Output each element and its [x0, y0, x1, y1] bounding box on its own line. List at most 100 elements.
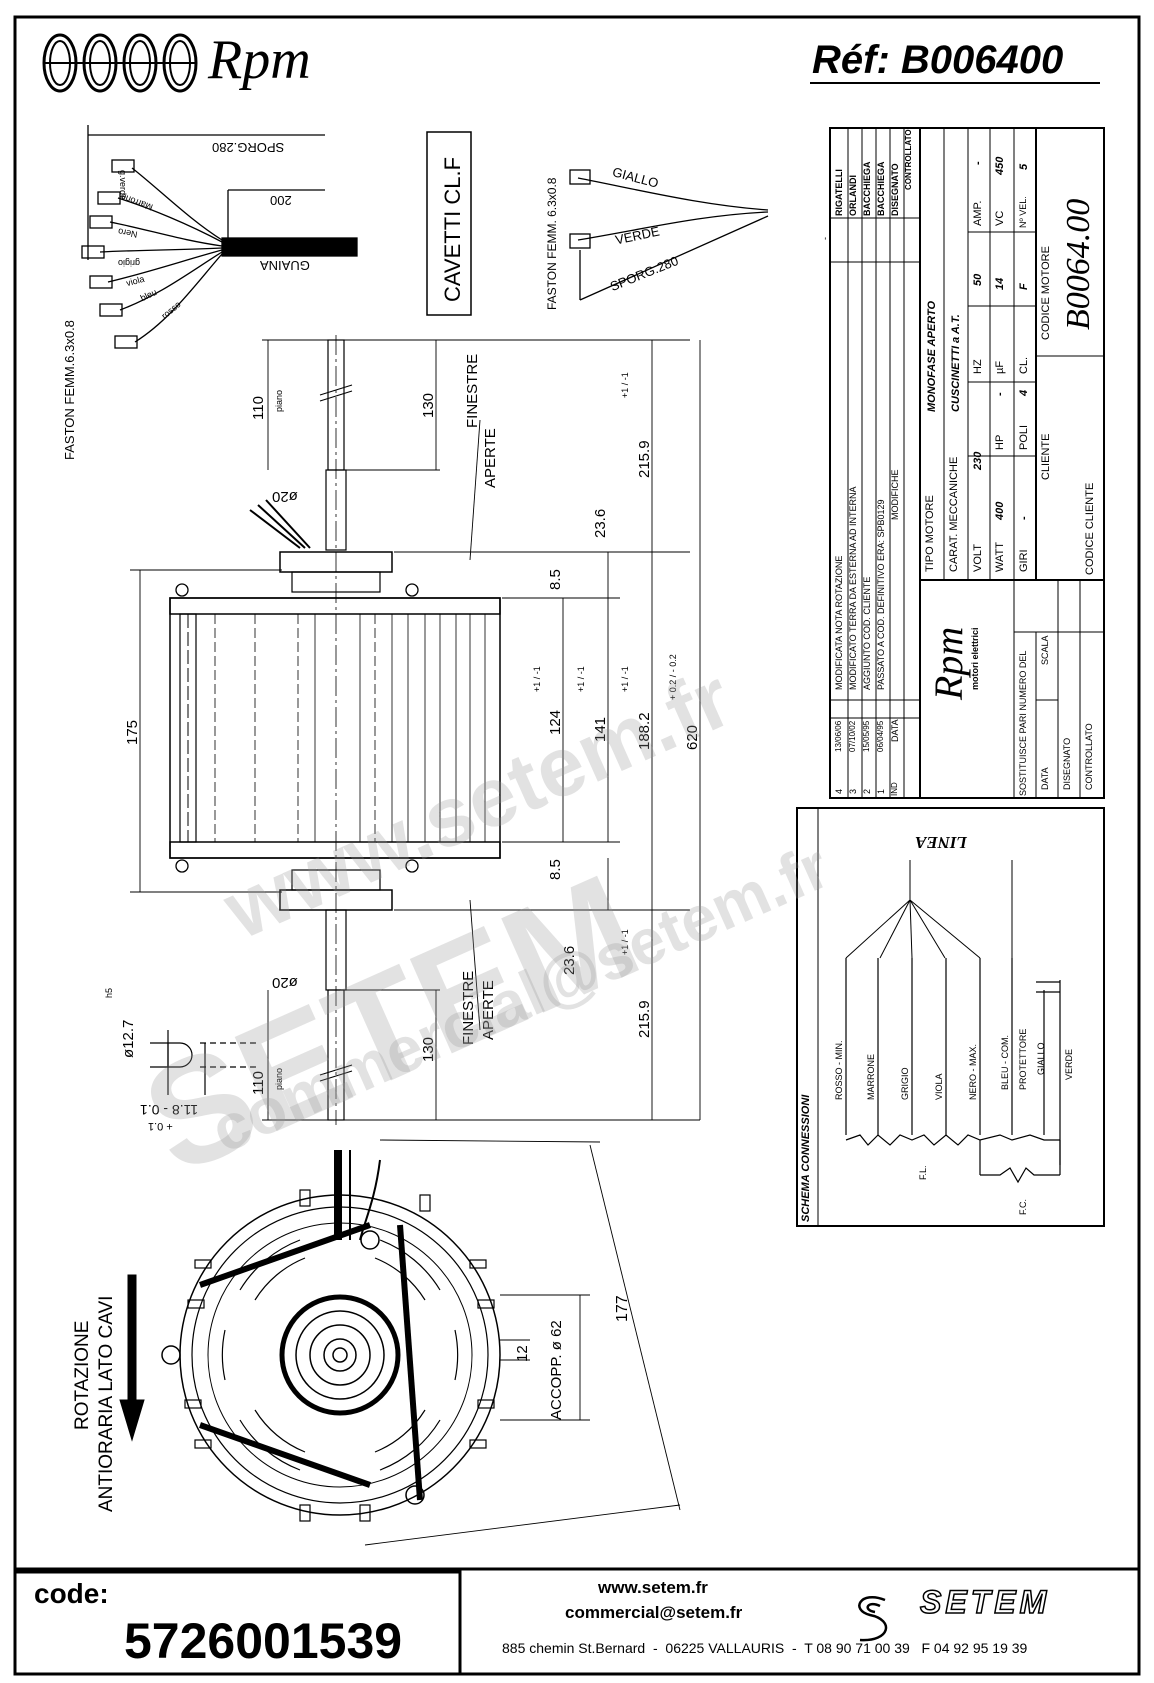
- codice-motore-label: CODICE MOTORE: [1040, 246, 1052, 340]
- schema-label-verde: VERDE: [1064, 1048, 1074, 1080]
- hp-label: HP: [994, 434, 1006, 450]
- footer-web[interactable]: www.setem.fr: [598, 1578, 708, 1597]
- poli-label: POLI: [1018, 424, 1030, 450]
- titleblock-logo-brand: Rpm: [926, 626, 971, 700]
- uf-label: µF: [994, 360, 1006, 374]
- h5-tolerance: h5: [104, 987, 114, 998]
- rev-1-mod: PASSATO A COD. DEFINITIVO ERA: SPB0129: [876, 499, 886, 690]
- footer-address: 885 chemin St.Bernard - 06225 VALLAURIS …: [502, 1640, 1028, 1656]
- phi20-top: ø20: [272, 488, 298, 505]
- rev-1-dis: BACCHIEGA: [876, 161, 886, 216]
- aperte-top: APERTE: [482, 428, 499, 488]
- schema-title: SCHEMA CONNESSIONI: [800, 1094, 812, 1222]
- tipo-motore-label: TIPO MOTORE: [924, 495, 936, 572]
- rev-3-ind: 3: [848, 788, 858, 794]
- controllato-label: CONTROLLATO: [1084, 723, 1094, 790]
- schema-linea: LINEA: [915, 833, 967, 852]
- title-block-grid: [829, 127, 1105, 799]
- schema-label-viola: VIOLA: [934, 1073, 944, 1100]
- accopp-label: ACCOPP. ø 62: [548, 1320, 565, 1420]
- tol-124: +1 / -1: [532, 666, 542, 692]
- rev-4-ind: 4: [834, 788, 844, 794]
- giri-value: -: [1018, 516, 1030, 520]
- dim-215-top: 215.9: [636, 440, 653, 478]
- faston-right: [569, 169, 769, 301]
- rev-2-data: 15/05/95: [862, 720, 871, 752]
- rev-4-mod: MODIFICATA NOTA ROTAZIONE: [834, 555, 844, 690]
- rev-1-ind: 1: [876, 788, 886, 794]
- hz-label: HZ: [972, 359, 984, 374]
- faston-right-label: FASTON FEMM. 6.3x0.8: [545, 177, 559, 310]
- rotation-label-1: ROTAZIONE: [72, 1320, 93, 1430]
- dim-175: 175: [124, 719, 141, 745]
- codice-cliente-label: CODICE CLIENTE: [1084, 482, 1096, 575]
- codice-motore-value: B0064.00: [1060, 198, 1097, 330]
- giri-label: GIRI: [1018, 549, 1030, 572]
- uf-value: 14: [994, 277, 1006, 290]
- code-label: code:: [34, 1578, 109, 1609]
- tipo-motore-value: MONOFASE APERTO: [926, 300, 938, 412]
- nvel-value: 5: [1018, 163, 1030, 170]
- dim-23-top: 23.6: [592, 508, 609, 538]
- piano-top: piano: [274, 389, 284, 412]
- rev-3-mod: MODIFICATO TERRA DA ESTERNA AD INTERNA: [848, 486, 858, 690]
- reference-number: Réf: B006400: [812, 38, 1064, 82]
- schema-label-nero: NERO - MAX.: [968, 1043, 978, 1100]
- finestre-top: FINESTRE: [464, 353, 481, 428]
- schema-label-rosso: ROSSO - MIN.: [834, 1040, 844, 1100]
- dim-12: 12: [514, 1345, 531, 1362]
- schema-label-giallo: GIALLO: [1036, 1042, 1046, 1075]
- tol-215-top: +1 / -1: [620, 372, 630, 398]
- key-profile: [150, 1030, 260, 1095]
- code-value: 5726001539: [124, 1613, 403, 1669]
- carat-label: CARAT. MECCANICHE: [948, 456, 960, 572]
- poli-value: 4: [1018, 389, 1030, 396]
- rev-header-con: CONTROLLATO: [904, 129, 913, 190]
- amp-label: AMP.: [972, 200, 984, 226]
- schema-fl: F.L.: [918, 1165, 928, 1180]
- schema-label-bleu: BLEU - COM.: [1000, 1034, 1010, 1090]
- dim-200-label: 200: [270, 193, 292, 208]
- vc-label: VC: [994, 210, 1006, 226]
- rev-3-data: 07/10/02: [848, 720, 857, 752]
- brand-title: Rpm: [208, 29, 311, 91]
- dim-130-top: 130: [420, 392, 437, 418]
- faston-left-label: FASTON FEMM.6.3x0.8: [62, 320, 77, 460]
- schema-label-marrone: MARRONE: [866, 1053, 876, 1100]
- wire-bundle: [81, 125, 358, 349]
- motor-side-view: [169, 335, 501, 1125]
- rev-header-data: DATA: [890, 719, 900, 742]
- watt-value: 400: [994, 501, 1006, 520]
- nvel-label: Nº VEL.: [1018, 196, 1028, 228]
- dim-110-top: 110: [250, 396, 267, 420]
- setem-logo: SETEM: [919, 1583, 1051, 1621]
- carat-value: CUSCINETTI a A.T.: [950, 314, 962, 412]
- rev-2-mod: AGGIUNTO COD. CLIENTE: [862, 576, 872, 690]
- cl-label: CL.: [1018, 356, 1030, 374]
- dim-177: 177: [614, 1295, 631, 1322]
- titleblock-logo-sub: motori elettrici: [970, 627, 980, 690]
- rev-header-mod: MODIFICHE: [890, 469, 900, 521]
- schema-box: [796, 807, 1105, 1227]
- sporg-left-label: SPORG.280: [212, 140, 285, 155]
- motor-front-view: [119, 1139, 681, 1546]
- schema-label-protettore: PROTETTORE: [1018, 1028, 1028, 1090]
- wire-label-grigio: grigio: [118, 258, 141, 268]
- sostituisce-label: SOSTITUISCE PARI NUMERO DEL: [1018, 650, 1028, 796]
- rev-2-dis: BACCHIEGA: [862, 161, 872, 216]
- volt-label: VOLT: [972, 544, 984, 572]
- rev-2-ind: 2: [862, 788, 872, 794]
- vc-value: 450: [994, 156, 1006, 175]
- cables-box-label: CAVETTI CL.F: [440, 156, 465, 302]
- data-label: DATA: [1040, 767, 1050, 790]
- rev-header-ind: IND: [890, 782, 899, 796]
- rev-1-data: 06/04/95: [876, 720, 885, 752]
- schema-fc: F.C.: [1018, 1198, 1028, 1215]
- cl-value: F: [1018, 283, 1030, 290]
- rotation-label-2: ANTIORARIA LATO CAVI: [96, 1295, 117, 1512]
- hz-value: 50: [972, 273, 984, 286]
- rev-4-data: 13/06/06: [834, 720, 843, 752]
- footer-email[interactable]: commercial@setem.fr: [565, 1603, 743, 1622]
